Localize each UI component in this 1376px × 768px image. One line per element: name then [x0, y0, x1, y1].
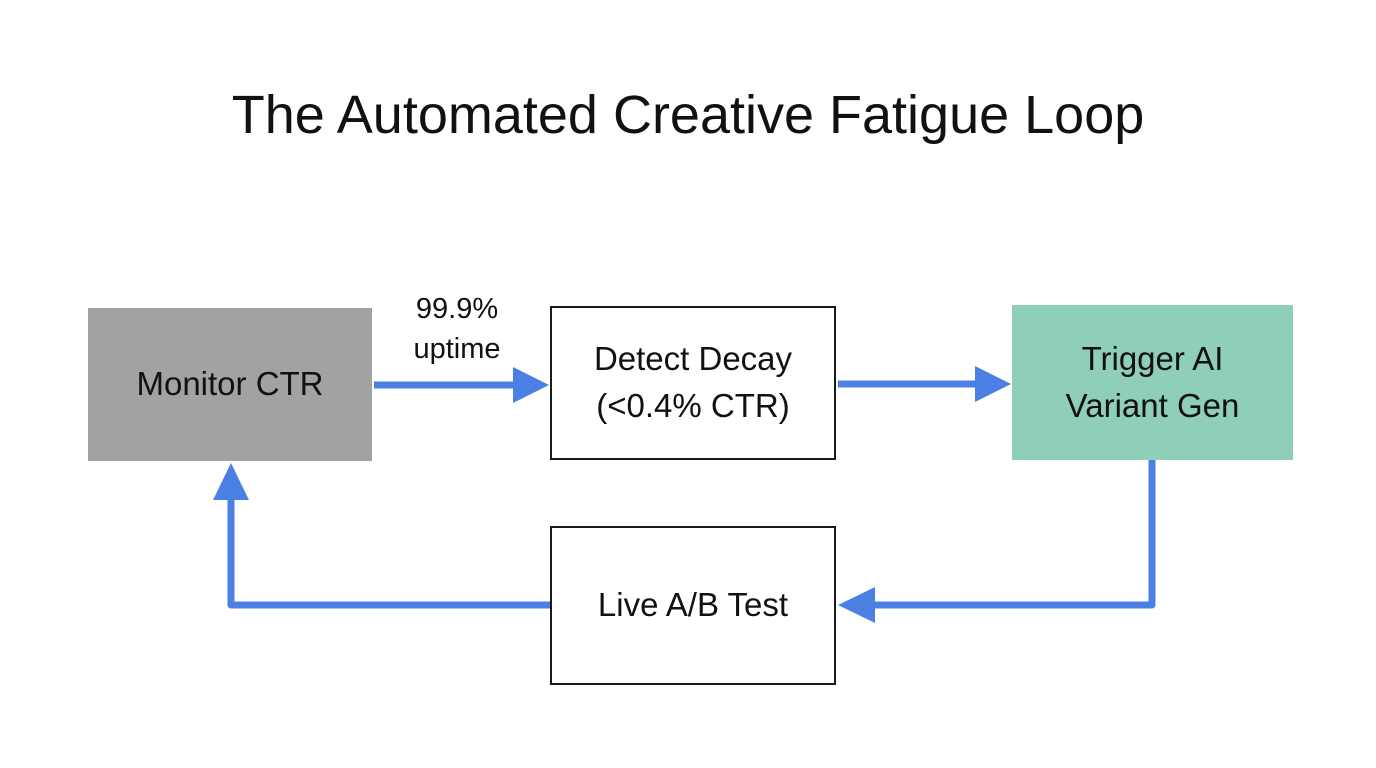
node-label-line2: Variant Gen: [1065, 386, 1240, 424]
arrow-abtest-to-monitor: [213, 463, 550, 609]
node-trigger-ai-variant-gen: Trigger AI Variant Gen: [1012, 305, 1293, 460]
edge-label-line2: uptime: [413, 333, 501, 366]
arrow-detect-to-trigger: [838, 366, 1011, 402]
node-label: Live A/B Test: [597, 586, 789, 624]
node-label: Trigger AI: [1081, 339, 1224, 377]
arrow-monitor-to-detect: [374, 367, 549, 403]
arrowhead-left-icon: [838, 587, 875, 623]
node-label: Monitor CTR: [136, 365, 324, 403]
edge-label-line1: 99.9%: [415, 293, 499, 325]
node-label-line2: (<0.4% CTR): [596, 387, 790, 424]
node-live-ab-test: Live A/B Test: [550, 526, 836, 685]
arrowhead-up-icon: [213, 463, 249, 500]
diagram-title: The Automated Creative Fatigue Loop: [231, 85, 1145, 145]
arrowhead-right-icon: [513, 367, 549, 403]
node-label: Detect Decay: [593, 340, 793, 378]
node-detect-decay: Detect Decay (<0.4% CTR): [550, 306, 836, 460]
arrowhead-right-icon: [975, 366, 1011, 402]
edge-label-uptime: 99.9% uptime: [382, 289, 532, 369]
node-monitor-ctr: Monitor CTR: [88, 308, 372, 461]
arrow-trigger-to-abtest: [838, 460, 1156, 623]
